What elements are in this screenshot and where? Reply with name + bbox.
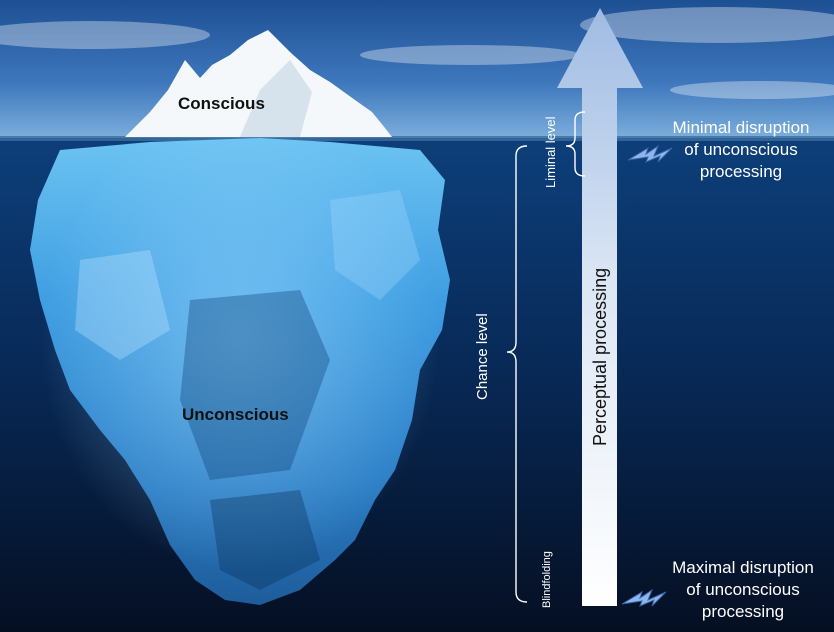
iceberg-shadow	[240, 60, 312, 137]
liminal-level-brace	[565, 111, 586, 177]
perceptual-processing-label: Perceptual processing	[590, 267, 610, 446]
maximal-disruption-line1: Maximal disruption	[672, 558, 814, 577]
minimal-disruption-line3: processing	[699, 162, 783, 181]
iceberg-facets	[75, 190, 420, 590]
liminal-level-label: Liminal level	[543, 116, 558, 188]
perceptual-processing-arrow	[557, 8, 643, 606]
maximal-disruption-text: Maximal disruption of unconscious proces…	[654, 557, 832, 623]
iceberg-glow	[40, 110, 440, 570]
conscious-label: Conscious	[178, 94, 265, 113]
lightning-bolt-icon	[627, 144, 673, 163]
water-surface	[0, 136, 834, 141]
chance-level-label: Chance level	[474, 313, 491, 400]
unconscious-label: Unconscious	[182, 405, 289, 424]
maximal-disruption-line3: processing	[701, 602, 785, 621]
sky	[0, 0, 834, 140]
minimal-disruption-line2: of unconscious	[684, 140, 798, 159]
iceberg-above-water	[125, 30, 392, 137]
minimal-disruption-text: Minimal disruption of unconscious proces…	[652, 117, 830, 183]
clouds	[0, 7, 834, 99]
lightning-bolt-icon	[621, 588, 667, 607]
maximal-disruption-line2: of unconscious	[686, 580, 800, 599]
blindfolding-label: Blindfolding	[541, 551, 553, 608]
chance-level-brace	[506, 145, 528, 603]
minimal-disruption-line1: Minimal disruption	[672, 118, 810, 137]
